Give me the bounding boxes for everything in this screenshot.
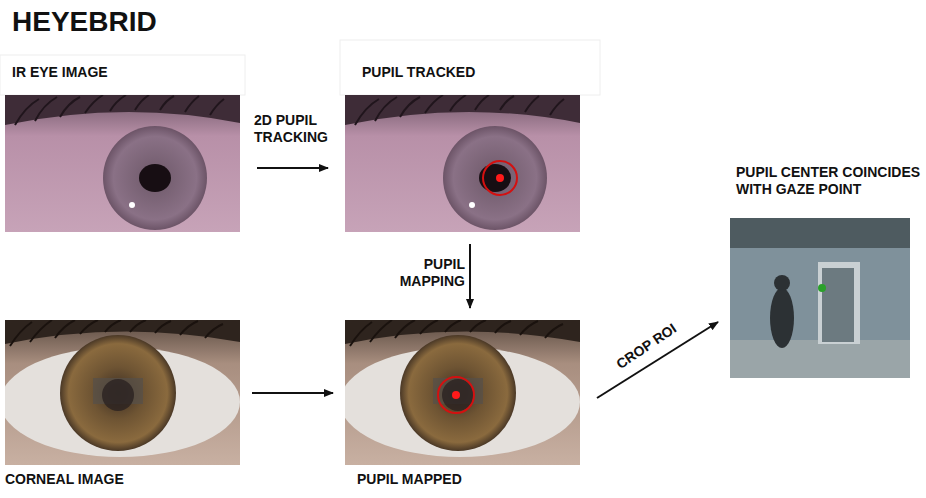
panel-heading: PUPIL TRACKED [362,64,592,81]
diagram-title: HEYEBRID [12,6,157,38]
image-panel: PUPIL CENTER COINCIDES WITH GAZE POINT [730,150,922,380]
panel-heading: CORNEAL IMAGE [5,471,235,488]
arrow-connector [469,244,471,308]
image-panel: PUPIL TRACKED [340,40,600,232]
image-panel: PUPIL MAPPED [345,320,585,492]
panel-heading: PUPIL CENTER COINCIDES WITH GAZE POINT [736,164,922,198]
edge-label: CROP ROI [613,320,680,373]
edge-label: PUPIL MAPPING [393,256,465,290]
arrow-connector [257,167,328,169]
image-panel: CORNEAL IMAGE [5,320,240,492]
panel-heading: PUPIL MAPPED [357,471,582,488]
edge-label: 2D PUPIL TRACKING [254,112,339,146]
image-panel: IR EYE IMAGE [0,55,245,232]
arrow-connector [252,392,333,394]
panel-heading: IR EYE IMAGE [12,64,237,81]
